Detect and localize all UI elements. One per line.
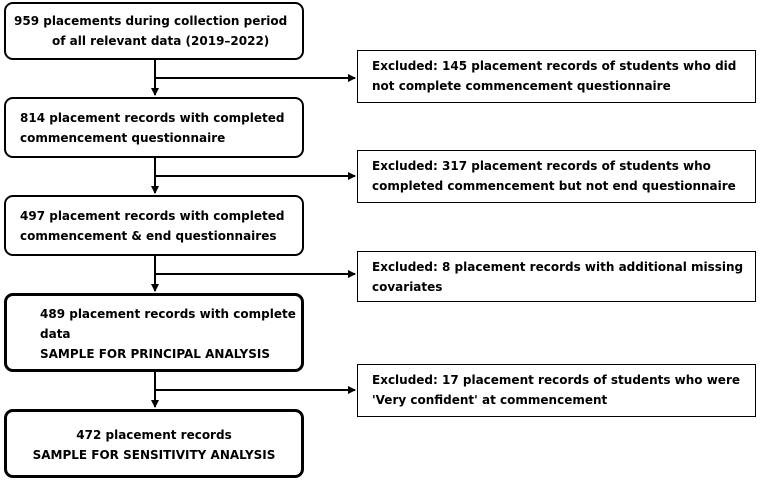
box-line: 814 placement records with completed [20, 111, 285, 125]
exclusion-line: covariates [372, 280, 443, 294]
exclusion-line: not complete commencement questionnaire [372, 79, 671, 93]
box-line: data [40, 327, 71, 341]
exclusion-line: completed commencement but not end quest… [372, 179, 736, 193]
box-both-questionnaires: 497 placement records with completed com… [4, 195, 304, 256]
exclusion-box-missing-covariates: Excluded: 8 placement records with addit… [357, 251, 756, 302]
exclusion-line: 'Very confident' at commencement [372, 393, 608, 407]
box-line: SAMPLE FOR SENSITIVITY ANALYSIS [32, 448, 276, 462]
box-line: commencement & end questionnaires [20, 229, 277, 243]
box-commencement-completed: 814 placement records with completed com… [4, 97, 304, 158]
exclusion-line: Excluded: 317 placement records of stude… [372, 159, 711, 173]
box-principal-analysis-sample: 489 placement records with complete data… [4, 293, 304, 372]
box-line: SAMPLE FOR PRINCIPAL ANALYSIS [40, 347, 270, 361]
box-all-placements: 959 placements during collection period … [4, 2, 304, 60]
exclusion-line: Excluded: 8 placement records with addit… [372, 260, 744, 274]
box-line: of all relevant data (2019–2022) [52, 34, 270, 48]
exclusion-box-no-commencement: Excluded: 145 placement records of stude… [357, 50, 756, 103]
box-line: commencement questionnaire [20, 131, 226, 145]
exclusion-box-no-end-questionnaire: Excluded: 317 placement records of stude… [357, 150, 756, 203]
exclusion-line: Excluded: 145 placement records of stude… [372, 59, 737, 73]
box-line: 472 placement records [76, 428, 232, 442]
exclusion-box-very-confident: Excluded: 17 placement records of studen… [357, 364, 756, 417]
box-sensitivity-analysis-sample: 472 placement records SAMPLE FOR SENSITI… [4, 409, 304, 478]
exclusion-line: Excluded: 17 placement records of studen… [372, 373, 740, 387]
box-line: 959 placements during collection period [14, 14, 288, 28]
box-line: 489 placement records with complete [40, 307, 296, 321]
box-line: 497 placement records with completed [20, 209, 285, 223]
